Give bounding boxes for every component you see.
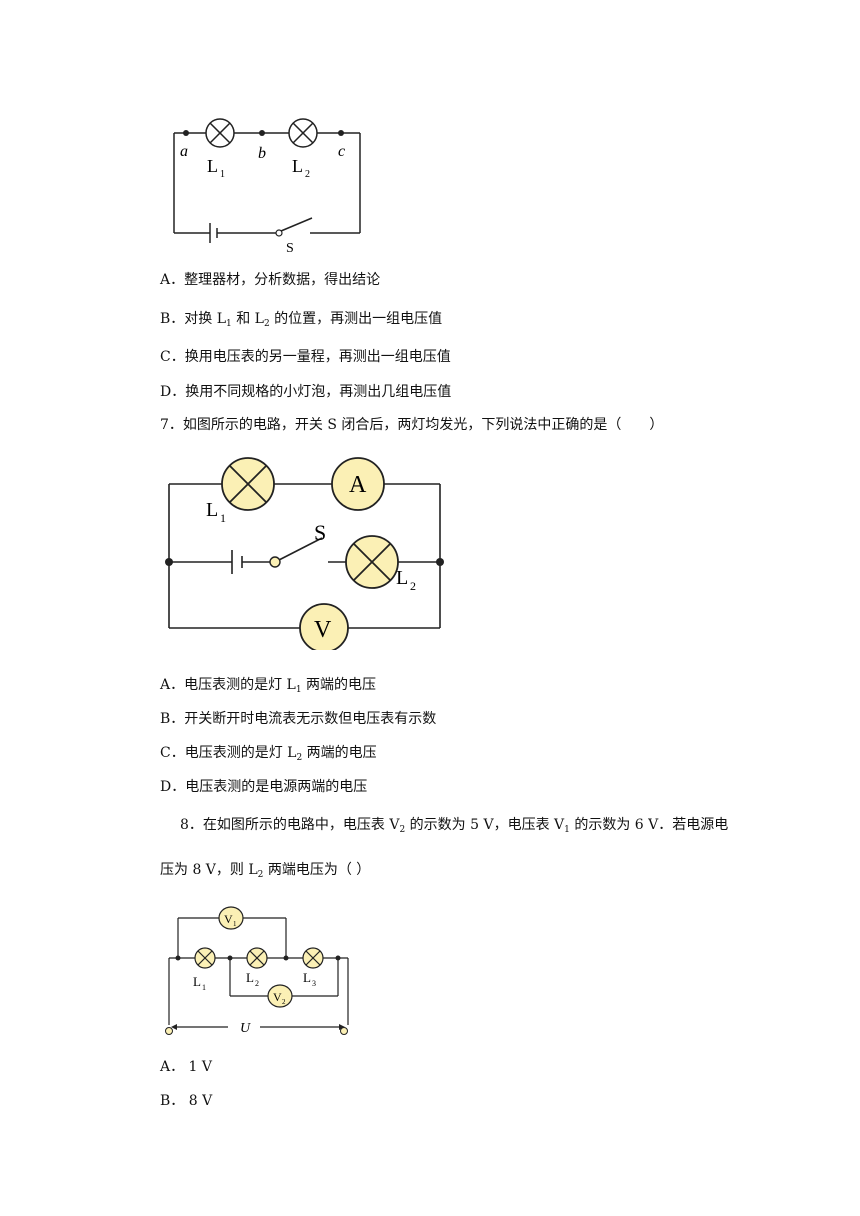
q8-stem-line1: 8．在如图所示的电路中，电压表 V2 的示数为 5 V，电压表 V1 的示数为 … <box>180 817 729 835</box>
label-L1-sub: 1 <box>220 169 225 180</box>
voltmeter-label: V <box>314 617 332 643</box>
q7-option-b: B．开关断开时电流表无示数但电压表有示数 <box>160 711 437 727</box>
lamp-L2 <box>288 118 318 148</box>
q7-stem: 7．如图所示的电路，开关 S 闭合后，两灯均发光，下列说法中正确的是（ ） <box>160 417 664 433</box>
q7-option-c: C．电压表测的是灯 L2 两端的电压 <box>160 745 377 763</box>
label-L2-sub: 2 <box>410 579 416 593</box>
label-L2-sub: 2 <box>305 169 310 180</box>
label-L2: L <box>292 156 303 176</box>
q7-option-a: A．电压表测的是灯 L1 两端的电压 <box>160 677 377 695</box>
circuit-diagram-2: A V S L 1 L 2 <box>165 457 444 650</box>
label-U: U <box>240 1021 251 1036</box>
label-L1-sub: 1 <box>220 511 226 525</box>
lamp-L2 <box>246 947 268 969</box>
v1-label: V <box>224 912 233 926</box>
label-a: a <box>180 143 188 160</box>
label-L2: L <box>246 970 254 985</box>
v1-label-sub: 1 <box>233 920 237 928</box>
label-c: c <box>338 143 345 160</box>
label-L3: L <box>303 970 311 985</box>
v2-label: V <box>273 990 282 1004</box>
voltmeter <box>299 603 349 650</box>
lamp-L3 <box>302 947 324 969</box>
voltmeter-V2 <box>267 984 293 1008</box>
label-S: S <box>286 241 294 255</box>
q6-option-d: D．换用不同规格的小灯泡，再测出几组电压值 <box>160 384 452 400</box>
lamp-L1 <box>221 457 275 511</box>
q6-option-b: B．对换 L1 和 L2 的位置，再测出一组电压值 <box>160 311 443 329</box>
circuit-diagram-1: a b c L 1 L 2 S <box>173 118 361 255</box>
q6-option-c: C．换用电压表的另一量程，再测出一组电压值 <box>160 349 451 365</box>
lamp-L1 <box>194 947 216 969</box>
label-L2-sub: 2 <box>255 979 259 988</box>
label-L1: L <box>206 499 218 521</box>
voltmeter-V1 <box>218 906 244 930</box>
q8-option-b: B． 8 V <box>160 1093 213 1109</box>
switch-label: S <box>314 520 326 545</box>
v2-label-sub: 2 <box>282 998 286 1006</box>
label-L3-sub: 3 <box>312 979 316 988</box>
label-b: b <box>258 145 266 162</box>
lamp-L1 <box>205 118 235 148</box>
q7-option-d: D．电压表测的是电源两端的电压 <box>160 779 368 795</box>
q8-stem-line2: 压为 8 V，则 L2 两端电压为（ ） <box>160 862 371 880</box>
lamp-L2 <box>345 535 399 589</box>
label-L1: L <box>193 974 201 989</box>
circuit-diagram-3: V 1 V 2 L 1 L 2 L 3 U <box>165 906 349 1036</box>
label-L2: L <box>396 567 408 589</box>
ammeter-label: A <box>349 472 367 498</box>
q8-option-a: A． 1 V <box>160 1059 213 1075</box>
ammeter <box>331 457 385 511</box>
label-L1-sub: 1 <box>202 983 206 992</box>
q6-option-a: A．整理器材，分析数据，得出结论 <box>160 272 381 288</box>
label-L1: L <box>207 156 218 176</box>
